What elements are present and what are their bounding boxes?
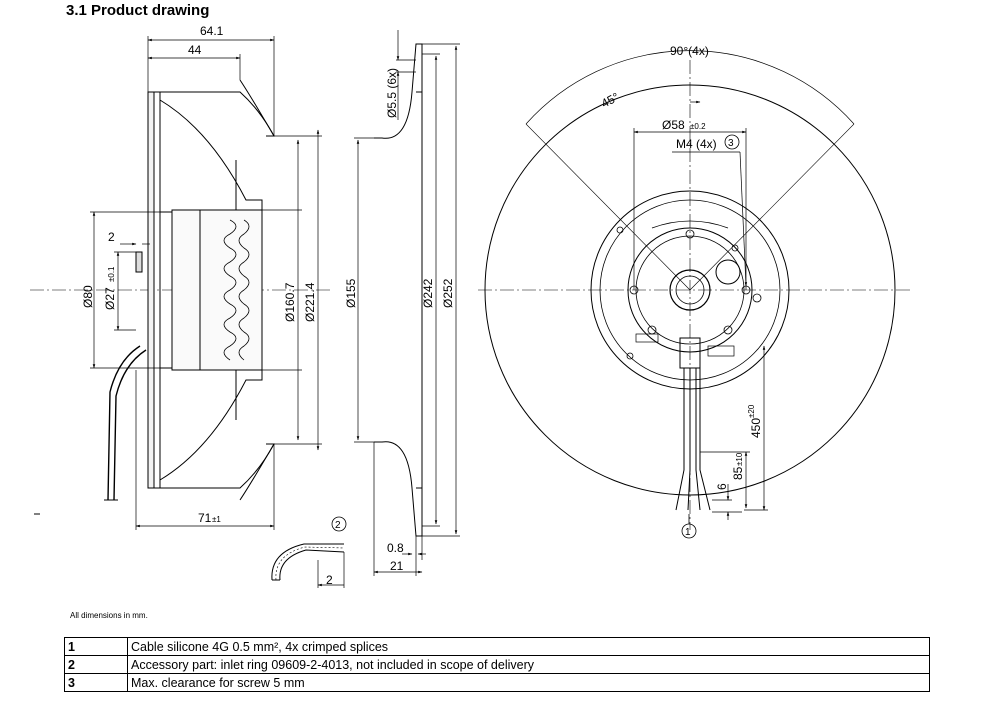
fan-front-view xyxy=(478,50,912,530)
dim-90-4x: 90°(4x) xyxy=(670,44,709,58)
dim-d58: Ø58 xyxy=(662,118,685,132)
legend-table: 1 Cable silicone 4G 0.5 mm², 4x crimped … xyxy=(64,637,930,692)
dim-m4-4x: M4 (4x) xyxy=(676,137,717,151)
legend-row: 2 Accessory part: inlet ring 09609-2-401… xyxy=(64,655,930,674)
dim-0-8: 0.8 xyxy=(387,541,404,555)
detail-2 xyxy=(271,543,345,588)
dim-d27-tol: ±0.1 xyxy=(107,266,116,282)
legend-row: 3 Max. clearance for screw 5 mm xyxy=(64,673,930,692)
callout-markers xyxy=(331,134,740,539)
dim-450-tol: ±20 xyxy=(747,404,756,418)
dim-d221-4: Ø221.4 xyxy=(303,282,317,322)
side-dimension-lines xyxy=(90,36,322,530)
legend-text: Cable silicone 4G 0.5 mm², 4x crimped sp… xyxy=(127,637,930,656)
dim-2-side: 2 xyxy=(108,230,115,244)
dim-d252: Ø252 xyxy=(441,278,455,308)
dimension-labels: 64.1 44 71 ±1 2 Ø80 Ø27 ±0.1 Ø160.7 Ø221… xyxy=(81,24,763,587)
fan-side-view xyxy=(30,79,330,515)
dim-45: 45° xyxy=(599,90,622,111)
callout-2-label: 2 xyxy=(335,520,341,531)
units-note: All dimensions in mm. xyxy=(70,611,148,620)
inlet-ring-view xyxy=(374,43,423,537)
inlet-dimension-lines xyxy=(354,30,460,576)
legend-text: Accessory part: inlet ring 09609-2-4013,… xyxy=(127,655,930,674)
legend-number: 3 xyxy=(64,673,128,692)
dim-44: 44 xyxy=(188,43,202,57)
page-title: 3.1 Product drawing xyxy=(66,2,210,19)
legend-text: Max. clearance for screw 5 mm xyxy=(127,673,930,692)
product-drawing: 64.1 44 71 ±1 2 Ø80 Ø27 ±0.1 Ø160.7 Ø221… xyxy=(30,24,912,588)
dim-2-detail: 2 xyxy=(326,573,333,587)
dim-d27: Ø27 xyxy=(103,287,117,310)
dim-64-1: 64.1 xyxy=(200,24,224,38)
dim-d242: Ø242 xyxy=(421,278,435,308)
dim-d160-7: Ø160.7 xyxy=(283,282,297,322)
callout-1-label: 1 xyxy=(685,527,691,538)
callout-3-label: 3 xyxy=(728,138,734,149)
dim-d155: Ø155 xyxy=(344,278,358,308)
dim-85: 85 xyxy=(731,466,745,480)
legend-row: 1 Cable silicone 4G 0.5 mm², 4x crimped … xyxy=(64,637,930,656)
dim-d58-tol: ±0.2 xyxy=(690,122,706,131)
front-dimension-lines xyxy=(633,100,768,520)
legend-number: 2 xyxy=(64,655,128,674)
legend-number: 1 xyxy=(64,637,128,656)
dim-21: 21 xyxy=(390,559,404,573)
dim-450: 450 xyxy=(749,418,763,438)
dim-6: 6 xyxy=(715,483,729,490)
dim-d80: Ø80 xyxy=(81,285,95,308)
dim-71: 71 xyxy=(198,511,212,525)
dim-71-tol: ±1 xyxy=(212,515,221,524)
dim-d5-5: Ø5.5 (6x) xyxy=(385,68,399,118)
dim-85-tol: ±10 xyxy=(735,452,744,466)
